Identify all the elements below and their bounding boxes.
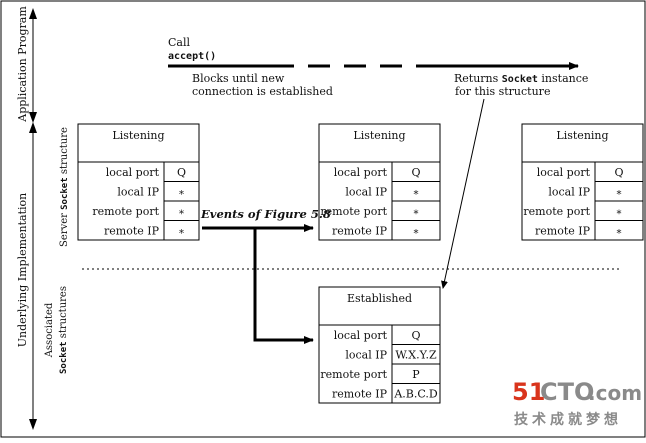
table-row-key: remote port [320, 368, 387, 381]
app-program-label: Application Program [16, 6, 29, 123]
table-title: Listening [556, 129, 608, 142]
accept-call-label: accept() [168, 51, 216, 62]
returns-line1: Returns Socket instance [454, 72, 588, 85]
table-row-value: * [617, 209, 622, 220]
watermark-tagline: 技术成就梦想 [514, 411, 622, 428]
socket-structures-label: Socket structures [58, 286, 69, 374]
returns-pointer-arrow [441, 98, 485, 289]
table-row-value: * [179, 189, 184, 200]
table-row-value: Q [177, 166, 186, 179]
table-row-key: local IP [117, 185, 159, 198]
associated-label: Associated [44, 302, 55, 358]
table-row-key: local IP [548, 185, 590, 198]
table-row-value: * [179, 209, 184, 220]
call-label: Call [168, 36, 190, 49]
table-row-key: remote port [92, 205, 159, 218]
table-row-value: A.B.C.D [393, 387, 438, 400]
table-row-key: remote IP [104, 224, 160, 237]
table-row-key: local port [334, 329, 388, 342]
app-program-arrow-up [29, 8, 37, 19]
table-title: Established [347, 292, 412, 305]
table-title: Listening [112, 129, 164, 142]
table-row-key: remote port [320, 205, 387, 218]
table-row-key: remote port [523, 205, 590, 218]
table-row-value: * [414, 209, 419, 220]
watermark-num: 51 [512, 378, 545, 406]
table-row-key: remote IP [535, 224, 591, 237]
watermark-cto: CTO [540, 378, 594, 406]
underlying-label: Underlying Implementation [16, 193, 29, 348]
table-row-value: P [412, 368, 420, 381]
table-row-value: * [414, 189, 419, 200]
table-row-value: * [414, 228, 419, 239]
table-row-value: Q [614, 166, 623, 179]
table-row-value: Q [411, 329, 420, 342]
table-row-value: Q [411, 166, 420, 179]
table-row-key: local IP [345, 348, 387, 361]
watermark-dom: .com [588, 381, 642, 405]
returns-line2: for this structure [455, 85, 550, 98]
blocks-line1: Blocks until new [192, 72, 285, 85]
table-row-key: local port [106, 166, 160, 179]
table-row-value: * [617, 189, 622, 200]
server-socket-structure-label: Server Socket structure [59, 127, 70, 247]
events-label: Events of Figure 5.8 [200, 207, 331, 221]
table-row-value: W.X.Y.Z [395, 348, 437, 361]
table-row-key: local IP [345, 185, 387, 198]
table-row-key: local port [334, 166, 388, 179]
table-row-value: * [617, 228, 622, 239]
table-row-key: remote IP [332, 224, 388, 237]
app-program-arrow-down [29, 112, 37, 123]
watermark-logo: 51 CTO .com 技术成就梦想 [512, 378, 642, 428]
underlying-arrow-up [29, 122, 37, 133]
table-row-key: local port [537, 166, 591, 179]
underlying-arrow-down [29, 419, 37, 430]
table-title: Listening [353, 129, 405, 142]
table-row-key: remote IP [332, 387, 388, 400]
table-row-value: * [179, 228, 184, 239]
events-arrow-to-established [253, 228, 314, 344]
blocks-line2: connection is established [192, 85, 333, 98]
